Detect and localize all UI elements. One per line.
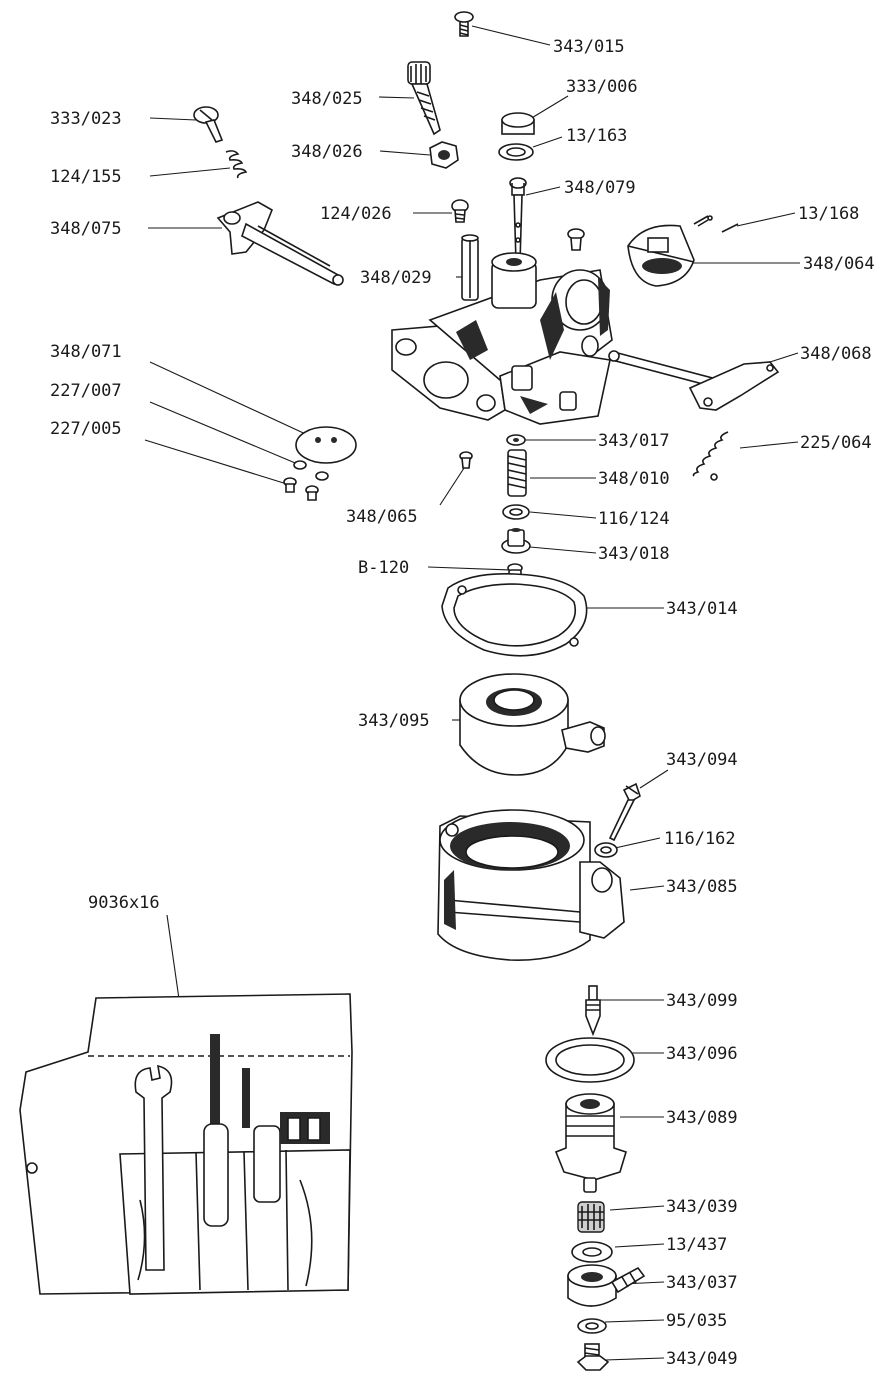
part-343-039-screen [577,1201,605,1233]
label-348-079: 348/079 [564,178,636,198]
part-227-005-screws [283,477,319,501]
part-116-162-washer [594,842,618,858]
part-343-089-seat [554,1093,627,1193]
label-333-006: 333/006 [566,77,638,97]
label-227-007: 227/007 [50,381,122,401]
part-343-094-needle [608,782,641,842]
part-348-079-screw [509,177,527,263]
part-343-099-needle [585,985,601,1037]
label-116-162: 116/162 [664,829,736,849]
part-333-023-screw [193,106,224,143]
label-348-064: 348/064 [803,254,875,274]
part-343-017-washer [506,434,526,446]
part-348-071-disc [295,426,357,464]
part-9036x16-tool-roll [19,993,353,1295]
label-348-026: 348/026 [291,142,363,162]
part-348-010-tube [507,449,527,497]
label-95-035: 95/035 [666,1311,727,1331]
part-348-065-screw [459,451,473,469]
part-343-018-jet [501,528,531,554]
part-124-155-spring [225,150,248,179]
label-348-071: 348/071 [50,342,122,362]
label-124-155: 124/155 [50,167,122,187]
part-116-124-washer [502,504,530,520]
part-124-026-screw [451,199,469,223]
part-343-095-float [459,673,606,776]
part-348-026-nut [429,141,459,169]
label-343-099: 343/099 [666,991,738,1011]
label-343-014: 343/014 [666,599,738,619]
part-labels: 343/015 348/025 333/006 333/023 13/163 3… [50,37,875,1369]
label-13-168: 13/168 [798,204,859,224]
label-348-068: 348/068 [800,344,872,364]
label-13-437: 13/437 [666,1235,727,1255]
label-348-065: 348/065 [346,507,418,527]
label-348-075: 348/075 [50,219,122,239]
label-343-018: 343/018 [598,544,670,564]
part-227-007-washers [293,460,329,481]
part-343-015-screw [454,11,474,37]
part-348-068-lever [608,350,780,411]
part-343-037-banjo [567,1264,646,1307]
label-116-124: 116/124 [598,509,670,529]
label-343-085: 343/085 [666,877,738,897]
part-348-064-plate [627,224,695,287]
label-343-095: 343/095 [358,711,430,731]
label-343-096: 343/096 [666,1044,738,1064]
part-333-006-plug [501,112,535,135]
part-343-049-bolt [576,1343,610,1371]
label-343-094: 343/094 [666,750,738,770]
part-95-035-washer [577,1318,607,1334]
label-348-010: 348/010 [598,469,670,489]
label-343-049: 343/049 [666,1349,738,1369]
label-227-005: 227/005 [50,419,122,439]
label-348-029: 348/029 [360,268,432,288]
part-13-437-washer [571,1241,613,1263]
label-343-017: 343/017 [598,431,670,451]
label-124-026: 124/026 [320,204,392,224]
part-343-085-bowl [437,809,625,961]
part-348-029-pin [461,234,479,301]
label-333-023: 333/023 [50,109,122,129]
part-throttle-body [391,252,613,425]
label-343-089: 343/089 [666,1108,738,1128]
part-13-163-washer [498,143,534,161]
label-225-064: 225/064 [800,433,872,453]
part-13-168-pins [693,215,739,233]
label-343-039: 343/039 [666,1197,738,1217]
label-343-015: 343/015 [553,37,625,57]
part-225-064-spring [692,431,729,481]
label-13-163: 13/163 [566,126,627,146]
label-9036x16: 9036x16 [88,893,160,913]
part-343-096-gasket [545,1037,635,1083]
label-343-037: 343/037 [666,1273,738,1293]
part-348-025-screw [407,61,441,136]
part-348-075-shaft [216,201,344,286]
part-small-screw [567,228,585,251]
part-343-014-gasket [441,572,588,657]
label-348-025: 348/025 [291,89,363,109]
label-b-120: B-120 [358,558,409,578]
